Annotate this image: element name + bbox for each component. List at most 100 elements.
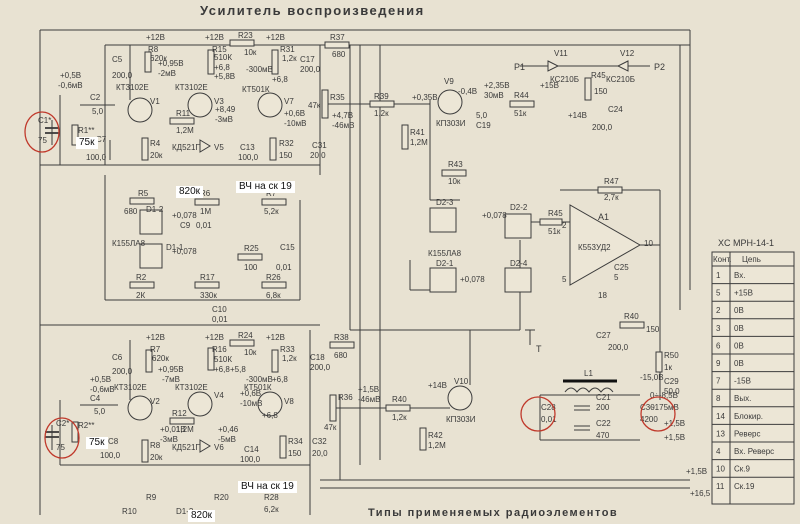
v-c2-label: -300мВ: [246, 65, 273, 74]
v9-label: V9: [444, 77, 454, 86]
c25-value: 5: [614, 273, 619, 282]
r4-value: 20к: [150, 151, 163, 160]
r6-value: 1М: [200, 207, 211, 216]
r24-value: 10к: [244, 348, 257, 357]
v15c-label: +1,5В: [664, 419, 685, 428]
r38-label: R38: [334, 333, 349, 342]
r47-label: R47: [604, 177, 619, 186]
r39-value: 1,2к: [374, 109, 389, 118]
v47b-label: -46мВ: [332, 121, 354, 130]
r8-value: 620к: [150, 54, 167, 63]
v095-label: +0,95В: [158, 365, 184, 374]
c28-highlight: [520, 396, 556, 432]
r45-value: 150: [594, 87, 608, 96]
v15a-label: -15,0В: [640, 373, 664, 382]
c24-value: 200,0: [592, 123, 613, 132]
r1-label: R1**: [78, 126, 94, 135]
v-g2-label: 30мВ: [484, 91, 504, 100]
d2-4-label: D2-4: [510, 259, 528, 268]
r12-label: R12: [172, 409, 187, 418]
v06b-label: -10мВ: [240, 399, 262, 408]
r7-value: 5,2к: [264, 207, 279, 216]
r2-label: R2: [136, 273, 147, 282]
l1-label: L1: [584, 369, 593, 378]
v078b-label: +0,078: [172, 247, 197, 256]
connector-v165: +16,5: [690, 489, 711, 498]
v7-type: КТ501К: [242, 85, 270, 94]
v-a-label: +0,5В: [60, 71, 81, 80]
v12-ch2-1: +12В: [146, 333, 165, 342]
hf-note-top: ВЧ на ск 19: [236, 181, 295, 193]
r9-overlay-label: 820к: [188, 510, 216, 522]
r35-label: R35: [330, 93, 345, 102]
r44-label: R44: [514, 91, 529, 100]
r41-value: 1,2М: [410, 138, 428, 147]
opamp-section: R47 2,7к R45 51к A1 К553УД2 2 5 10 18 C2…: [525, 177, 707, 476]
v2-label: V2: [150, 397, 160, 406]
c2-highlight: [44, 417, 80, 459]
v12-label-2: +12В: [205, 33, 224, 42]
c2-ch2-label: C2*: [56, 419, 69, 428]
v15f-label: +1,5В: [686, 467, 707, 476]
v15-label: +15В: [540, 81, 559, 90]
connector-net: Блокир.: [734, 412, 763, 421]
v58-label: +5,8: [230, 365, 246, 374]
d1-3-label: D1-3: [176, 507, 194, 516]
r34-label: R34: [288, 437, 303, 446]
r28-value: 6,2к: [264, 505, 279, 514]
r39-label: R39: [374, 92, 389, 101]
d1-2-gate: [139, 209, 163, 235]
v12-ch2-3: +12В: [266, 333, 285, 342]
connector-pin: 13: [716, 429, 725, 438]
connector-net: -15В: [734, 377, 751, 386]
r31-label: R31: [280, 45, 295, 54]
connector-net: Вх. Реверс: [734, 447, 774, 456]
v1-type: КТ3102Е: [116, 83, 149, 92]
r34-value: 150: [288, 449, 302, 458]
r4-label: R4: [150, 139, 161, 148]
v078c-label: +0,078: [482, 211, 507, 220]
p1-label: Р1: [514, 62, 525, 72]
r40-label: R40: [624, 312, 639, 321]
channel-1: C1* 75 R1** C2 5,0 +0,5В -0,6мВ R8 620к …: [38, 31, 665, 186]
v12-label-1: +12В: [146, 33, 165, 42]
c29-label: C29: [664, 377, 679, 386]
c9-label: C9: [180, 221, 191, 230]
power-rails: [39, 29, 691, 515]
r11-label: R11: [176, 109, 191, 118]
d2-3-gate: [429, 207, 457, 233]
r5-overlay-label: 820к: [176, 186, 204, 198]
c25-label: C25: [614, 263, 629, 272]
c18-value: 200,0: [310, 363, 331, 372]
r1-resistor: [71, 124, 79, 146]
d1-1-label: D1-1: [166, 243, 184, 252]
r36-value: 47к: [324, 423, 337, 432]
v46b-label: -5мВ: [218, 435, 236, 444]
r26-value: 6,8к: [266, 291, 281, 300]
v-e-label: +8,49: [215, 105, 236, 114]
r25-label: R25: [244, 244, 259, 253]
c30-highlight: [640, 396, 676, 432]
c30-label: C30: [640, 403, 655, 412]
r15-value: 510К: [214, 53, 232, 62]
c6-value: 200,0: [112, 367, 133, 376]
v6-label: V6: [214, 443, 224, 452]
r31-value: 1,2к: [282, 54, 297, 63]
c8-label: C8: [108, 437, 119, 446]
c18-label: C18: [310, 353, 325, 362]
r32-label: R32: [279, 139, 294, 148]
a1-label: A1: [598, 212, 609, 222]
v10-type: КП303И: [446, 415, 476, 424]
r7-ch2-label: R7: [150, 345, 161, 354]
r2-overlay-label: 75к: [86, 437, 108, 449]
v47-label: +4,7В: [332, 111, 353, 120]
r43-label: R43: [448, 160, 463, 169]
r40-ch2-value: 1,2к: [392, 413, 407, 422]
connector-net: 0В: [734, 306, 744, 315]
r26-label: R26: [266, 273, 281, 282]
v-h-label: +0,35В: [412, 93, 438, 102]
connector-net: Ск.9: [734, 465, 751, 474]
r7-label: R7: [266, 189, 277, 198]
